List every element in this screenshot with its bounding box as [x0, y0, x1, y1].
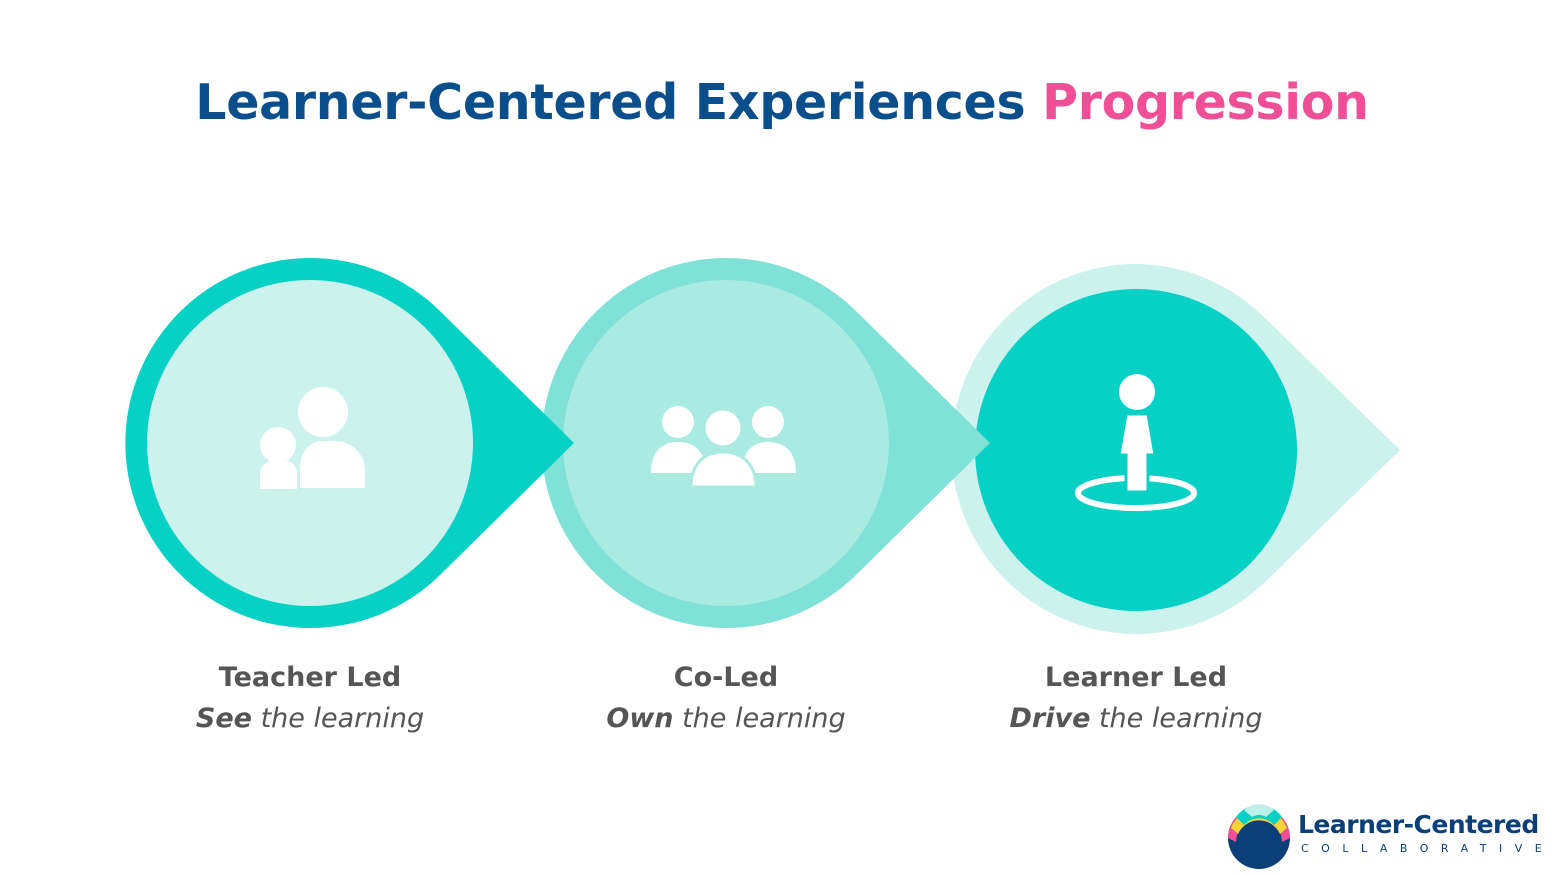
page-title: Learner-Centered Experiences Progression — [0, 68, 1564, 138]
logo-name: Learner-Centered — [1298, 810, 1539, 839]
group-icon — [651, 406, 796, 489]
stage-description: Own the learning — [536, 698, 916, 740]
learner-standing-icon — [1075, 374, 1197, 511]
title-accent: Progression — [1042, 74, 1369, 131]
stage-desc-rest: the learning — [251, 703, 425, 734]
stage-co-led-label: Co-Led Own the learning — [536, 658, 916, 740]
stage-name: Teacher Led — [218, 662, 402, 693]
stage-verb: Own — [606, 703, 674, 734]
stage-learner-led-shape — [951, 264, 1400, 634]
stage-desc-rest: the learning — [1090, 703, 1263, 734]
stage-name: Co-Led — [673, 662, 779, 693]
stage-description: Drive the learning — [946, 698, 1326, 740]
title-main: Learner-Centered Experiences — [195, 74, 1026, 131]
stage-description: See the learning — [120, 698, 500, 740]
stage-verb: See — [195, 703, 252, 734]
stage-teacher-led-label: Teacher Led See the learning — [120, 658, 500, 740]
stage-learner-led-label: Learner Led Drive the learning — [946, 658, 1326, 740]
brand-logo: Learner-Centered COLLABORATIVE — [1226, 804, 1556, 870]
logo-subtitle: COLLABORATIVE — [1301, 842, 1555, 855]
stage-name: Learner Led — [1044, 662, 1228, 693]
teacher-student-icon — [260, 387, 365, 489]
collaborative-logo-icon — [1228, 804, 1290, 869]
stage-desc-rest: the learning — [673, 703, 846, 734]
stage-verb: Drive — [1009, 703, 1091, 734]
stage-teacher-led-shape — [125, 257, 574, 628]
